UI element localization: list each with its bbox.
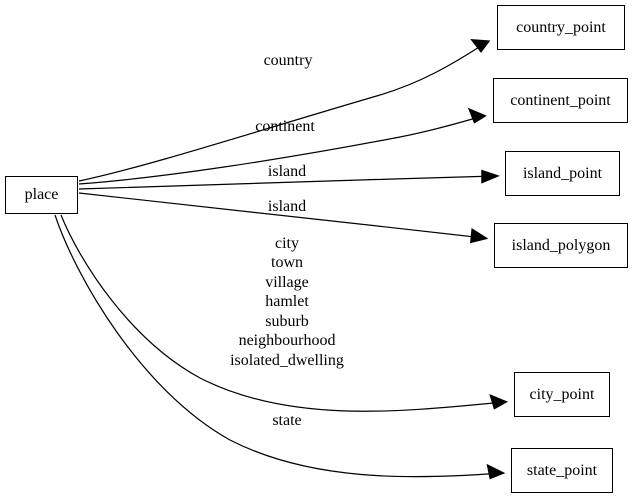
- edge-place-state-point: [54, 214, 506, 480]
- arrowhead-icon: [486, 463, 506, 480]
- node-label: country_point: [516, 18, 606, 36]
- edge-line: [54, 214, 502, 478]
- node-place[interactable]: place: [5, 176, 78, 214]
- edge-label-continent-point: continent: [255, 118, 315, 135]
- node-label: city_point: [529, 385, 595, 403]
- edge-place-island-polygon: [78, 192, 489, 244]
- edge-line: [60, 214, 505, 412]
- edge-line: [78, 192, 485, 239]
- edge-line: [78, 41, 488, 182]
- edge-place-island-point: [78, 169, 500, 190]
- node-label: state_point: [526, 461, 598, 479]
- edge-line: [78, 175, 496, 190]
- edge-label-city-point: city town village hamlet suburb neighbou…: [230, 234, 344, 369]
- edge-place-city-point: [60, 214, 509, 412]
- node-state-point[interactable]: state_point: [511, 448, 613, 493]
- arrowhead-icon: [489, 393, 509, 410]
- arrowhead-icon: [470, 227, 489, 244]
- node-city-point[interactable]: city_point: [514, 372, 610, 417]
- node-label: island_point: [522, 164, 603, 182]
- arrowhead-icon: [467, 107, 487, 124]
- edge-label-island-polygon: island: [267, 198, 307, 215]
- node-continent-point[interactable]: continent_point: [493, 78, 628, 123]
- edge-place-country-point: [78, 38, 491, 182]
- arrowhead-icon: [481, 169, 500, 184]
- edge-label-state-point: state: [272, 412, 302, 429]
- arrowhead-icon: [470, 38, 491, 53]
- edge-place-continent-point: [78, 107, 487, 185]
- node-island-polygon[interactable]: island_polygon: [494, 223, 628, 268]
- edge-line: [78, 115, 484, 185]
- node-label: island_polygon: [511, 236, 611, 254]
- edge-label-island-point: island: [267, 163, 307, 180]
- node-label: place: [24, 186, 59, 203]
- node-label: continent_point: [510, 91, 611, 109]
- edge-label-country-point: country: [263, 52, 313, 69]
- node-country-point[interactable]: country_point: [497, 5, 625, 50]
- node-island-point[interactable]: island_point: [505, 151, 620, 196]
